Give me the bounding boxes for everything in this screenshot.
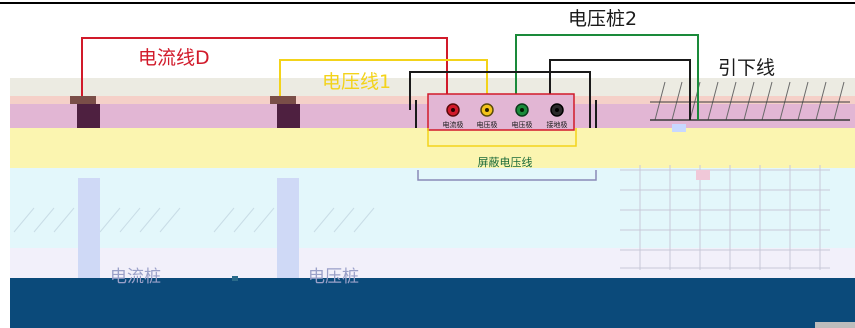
terminal-label-3: 电压极 bbox=[512, 120, 533, 129]
voltage-wire bbox=[279, 59, 488, 110]
current-wire-label: 电流线D bbox=[138, 47, 210, 69]
terminal-label-2: 电压极 bbox=[477, 120, 498, 129]
voltage-pile-label: 电压桩2 bbox=[568, 8, 637, 30]
shield-line-label: 屏蔽电压线 bbox=[478, 155, 533, 169]
terminal-label-1: 电流极 bbox=[443, 120, 464, 129]
current-stake-head bbox=[77, 104, 100, 128]
terminal-label-4: 接地极 bbox=[547, 120, 568, 129]
water-hatching bbox=[13, 207, 375, 233]
terminal-voltage-1 bbox=[480, 103, 494, 117]
voltage-stake-label: 电压桩 bbox=[308, 267, 359, 287]
ground-grid bbox=[620, 165, 830, 270]
terminal-ground bbox=[550, 103, 564, 117]
down-lead-label: 引下线 bbox=[718, 57, 775, 79]
marker-right-lower bbox=[696, 170, 710, 180]
current-stake-label: 电流桩 bbox=[110, 267, 161, 287]
lower-layer bbox=[10, 248, 855, 278]
structure-hatching bbox=[654, 81, 845, 121]
instrument-frame-wire bbox=[409, 71, 591, 128]
ground-wire bbox=[549, 59, 691, 120]
shield-loop bbox=[427, 128, 577, 147]
base-layer bbox=[10, 278, 855, 328]
current-wire bbox=[81, 37, 448, 110]
surface-layer bbox=[10, 78, 855, 96]
corner-mark bbox=[815, 322, 855, 328]
marker-right bbox=[672, 124, 686, 132]
terminal-voltage-2 bbox=[515, 103, 529, 117]
bracket bbox=[417, 170, 597, 181]
terminal-current bbox=[446, 103, 460, 117]
current-stake bbox=[78, 178, 100, 278]
voltage-stake-head bbox=[277, 104, 300, 128]
marker-left bbox=[232, 276, 238, 281]
water-layer bbox=[10, 168, 855, 248]
voltage-stake bbox=[277, 178, 299, 278]
voltage-wire-label: 电压线1 bbox=[322, 71, 391, 93]
soil-layer bbox=[10, 128, 855, 168]
current-stake-cap bbox=[70, 96, 96, 104]
voltage-stake-cap bbox=[270, 96, 296, 104]
